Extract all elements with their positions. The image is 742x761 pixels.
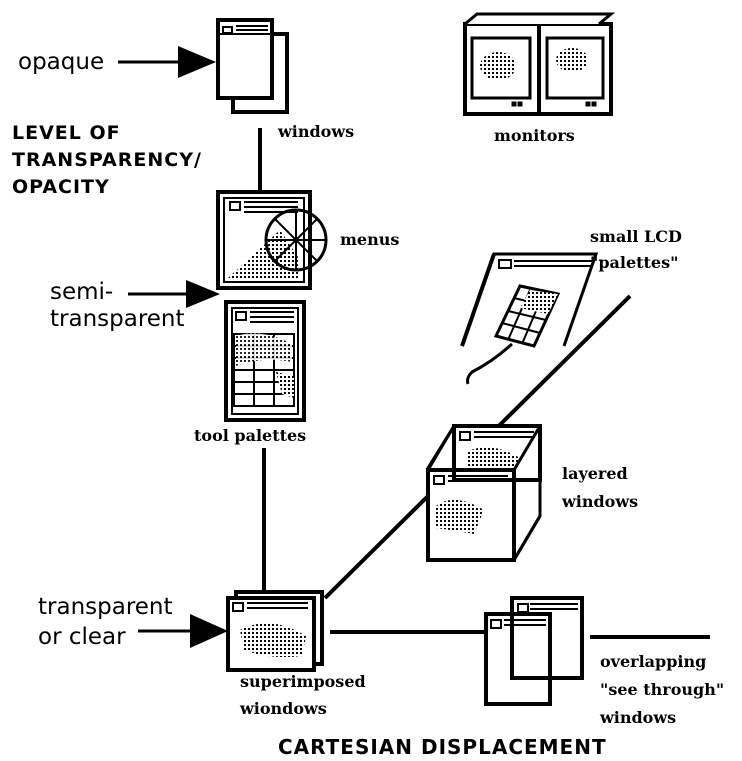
transparent-label: transparent or clear: [38, 592, 173, 652]
layered-windows-line-1: layered: [562, 464, 628, 483]
semi-transparent-label: semi- transparent: [50, 279, 185, 333]
layered-windows-label: layered windows: [562, 460, 638, 516]
overlapping-line-3: windows: [600, 708, 677, 727]
monitors-label: monitors: [494, 126, 575, 145]
superimposed-line-1: superimposed: [240, 672, 366, 691]
vertical-axis-title-line-3: OPACITY: [12, 176, 110, 198]
overlapping-windows-icon: [484, 596, 584, 706]
transparent-line-1: transparent: [38, 594, 173, 620]
opaque-arrow: [118, 46, 216, 78]
tool-palettes-icon: [224, 300, 306, 422]
layered-windows-icon: [426, 424, 542, 562]
tool-palettes-label: tool palettes: [194, 426, 307, 445]
vertical-axis-title-line-2: TRANSPARENCY/: [12, 149, 202, 171]
superimposed-line-2: wiondows: [240, 699, 327, 718]
vertical-axis-title: LEVEL OF TRANSPARENCY/ OPACITY: [12, 120, 202, 201]
lcd-palettes-icon: [460, 252, 599, 385]
superimposed-windows-icon: [226, 590, 324, 672]
vertical-axis-title-line-1: LEVEL OF: [12, 122, 121, 144]
transparent-line-2: or clear: [38, 624, 126, 650]
transparent-arrow: [138, 614, 228, 648]
overlapping-line-1: overlapping: [600, 652, 707, 671]
overlapping-windows-label: overlapping "see through" windows: [600, 648, 724, 732]
menus-label: menus: [340, 230, 400, 249]
opaque-label: opaque: [18, 49, 105, 75]
semi-transparent-line-1: semi-: [50, 279, 114, 305]
superimposed-windows-label: superimposed wiondows: [240, 668, 366, 722]
lcd-palettes-line-1: small LCD: [590, 227, 682, 246]
lcd-palettes-label: small LCD "palettes": [590, 224, 682, 276]
layered-windows-line-2: windows: [562, 492, 639, 511]
horizontal-axis-title: CARTESIAN DISPLACEMENT: [278, 735, 607, 759]
lcd-palettes-line-2: "palettes": [590, 253, 679, 272]
windows-label: windows: [278, 122, 355, 141]
semi-transparent-line-2: transparent: [50, 306, 185, 332]
overlapping-line-2: "see through": [600, 680, 725, 699]
semi-transparent-arrow: [128, 280, 220, 308]
windows-icon: [216, 18, 289, 114]
menus-icon: [216, 190, 328, 290]
monitors-icon: [463, 12, 616, 116]
